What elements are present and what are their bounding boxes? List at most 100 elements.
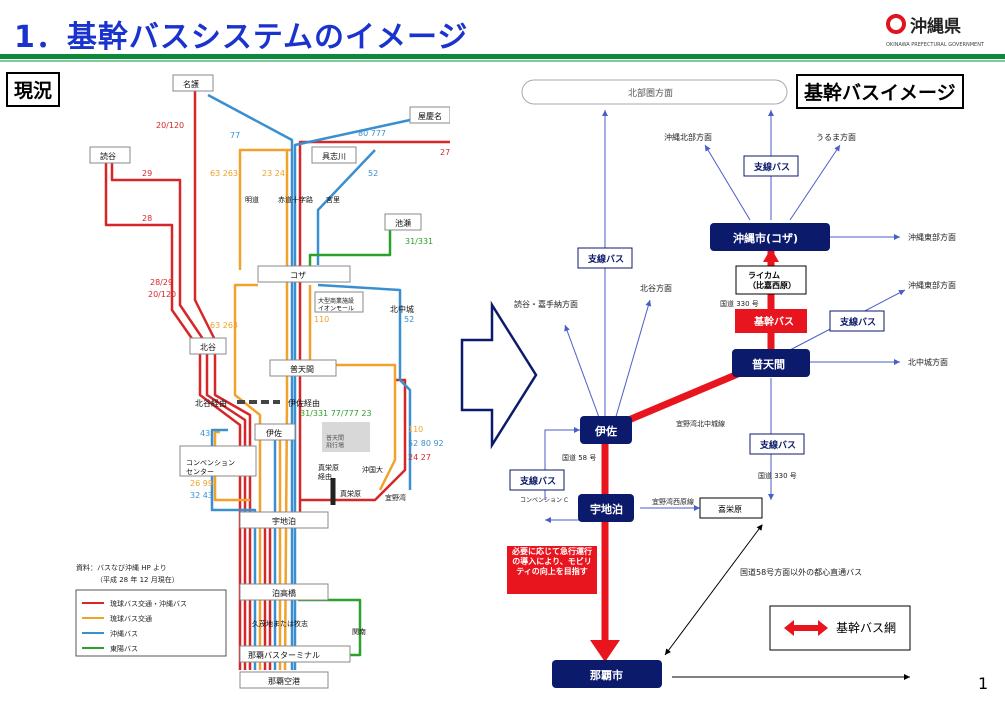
source-date: （平成 28 年 12 月現在） — [96, 575, 179, 584]
trunk-arrow-naha-icon — [590, 640, 620, 662]
stop-aeon: 大型商業施設イオンモール — [318, 297, 354, 313]
stop-koza: コザ — [290, 271, 306, 280]
route58-label: 国道 58 号 — [562, 453, 596, 462]
route-28: 28 — [142, 214, 152, 223]
route-20-120b: 20/120 — [148, 290, 176, 299]
stop-akamichi: 赤道十字路 — [278, 195, 313, 204]
uchidomari-box — [578, 494, 634, 522]
stop-naha-terminal: 那覇バスターミナル — [248, 651, 320, 660]
okinawa-city-box — [710, 223, 830, 251]
blue-route-77 — [207, 93, 294, 670]
futenma-label: 普天間 — [752, 357, 785, 371]
okinawa-logo: 沖縄県 OKINAWA PREFECTURAL GOVERNMENT — [886, 12, 996, 52]
legend-double-arrow-icon — [784, 620, 828, 636]
express-label: 国道58号方面以外の都心直通バス — [740, 567, 862, 577]
stop-box-naha-terminal — [239, 645, 351, 663]
route-63-263: 63 263 — [210, 169, 238, 178]
feeder-label-east: 支線バス — [839, 316, 876, 328]
stop-ginowan-via: 真栄原経由 — [318, 463, 339, 481]
kaeibaru-box — [699, 497, 763, 519]
stop-uchidomari: 宇地泊 — [272, 516, 296, 526]
right-legend-box — [769, 605, 911, 651]
title-rule-accent — [0, 60, 1005, 62]
route-110: 110 — [314, 315, 329, 324]
blue-route-kitanakagusuku — [317, 283, 412, 490]
stop-box-yomitan — [89, 146, 131, 164]
feeder-box-north — [743, 155, 799, 177]
stop-kitanakagusuku: 北中城 — [390, 304, 414, 314]
route-24-27: 24 27 — [408, 453, 431, 462]
source-note: 資料：バスなび沖縄 HP より — [76, 563, 167, 572]
stop-kumoji: 久茂地または牧志 — [252, 619, 308, 628]
stop-tomarigaki: 泊高橋 — [272, 588, 296, 598]
stop-yomitan: 読谷 — [100, 151, 116, 161]
futenma-airfield-area — [322, 422, 370, 452]
naha-label: 那覇市 — [590, 668, 623, 682]
stop-futenma: 普天間 — [290, 364, 314, 374]
route-28-29: 28/29 — [150, 278, 173, 287]
trunk-bus-diagram: 北部圏方面 沖縄市(コザ) 普天間 伊佐 宇地泊 — [507, 79, 956, 688]
stop-box-aeon — [314, 291, 364, 313]
stop-miyazato: 宮里 — [326, 195, 340, 204]
stop-isa-via: 伊佐経由 — [288, 398, 320, 408]
blue-route-80 — [293, 118, 411, 670]
route-63-263b: 63 263 — [210, 321, 238, 330]
kitanakagusuku-label: 北中城方面 — [908, 357, 948, 367]
kaeibaru-label: 喜栄原 — [718, 504, 742, 514]
legend-label-orange: 琉球バス交通 — [110, 614, 152, 623]
ginowan-kita-label: 宜野湾北中城線 — [676, 419, 725, 428]
orange-route-63 — [238, 148, 292, 270]
stop-ginowan: 宜野湾 — [385, 493, 406, 502]
logo-subtext: OKINAWA PREFECTURAL GOVERNMENT — [886, 42, 984, 48]
stop-gushikawa: 具志川 — [322, 151, 346, 161]
route-29: 29 — [142, 169, 152, 178]
arrow-isa-yomitan — [564, 324, 601, 421]
chatan-label: 北谷方面 — [640, 283, 672, 293]
route330-label: 国道 330 号 — [720, 299, 759, 308]
stop-box-yakena — [409, 106, 450, 124]
feeder-box-south — [749, 433, 805, 455]
arrow-koza-uruma — [789, 144, 841, 221]
feeder-box-east — [829, 310, 885, 332]
express-note-text: 必要に応じて急行運行の導入により、モビリティの向上を目指す — [512, 547, 592, 576]
current-label: 現況 — [6, 72, 61, 107]
stop-convention: コンベンションセンター — [186, 459, 235, 476]
stop-box-ikei — [384, 213, 422, 231]
okinawa-tobu-label: 沖縄東部方面 — [908, 232, 956, 242]
hokubu-bar — [521, 79, 788, 105]
raikam-box — [735, 265, 807, 295]
route-23-24: 23 24 — [262, 169, 285, 178]
stop-meido: 明道 — [245, 195, 259, 204]
page-number: 1 — [978, 674, 989, 693]
stop-futenma-airfield: 普天間飛行場 — [326, 434, 344, 450]
stop-chatan: 北谷 — [200, 343, 216, 352]
stop-box-gushikawa — [311, 146, 357, 164]
express-line — [664, 524, 763, 656]
convention-label: コンベンション C — [520, 497, 568, 504]
transition-arrow-icon — [460, 300, 538, 450]
trunk-bus-box — [735, 309, 807, 333]
route-52b: 52 — [404, 315, 414, 324]
route-52-80-92: 52 80 92 — [408, 439, 444, 448]
route-110b: 110 — [408, 425, 423, 434]
stop-chatan-via: 北谷経由 — [195, 398, 227, 408]
route-32-43: 32 43 — [190, 491, 213, 500]
express-note-box — [507, 546, 597, 594]
okinawa-tobu2-label: 沖縄東部方面 — [908, 280, 956, 290]
stop-box-futenma — [269, 359, 337, 377]
feeder-label-isa: 支線バス — [587, 253, 624, 265]
route-52: 52 — [368, 169, 378, 178]
stop-box-koza — [257, 265, 351, 283]
right-legend-label: 基幹バス網 — [836, 620, 896, 635]
stop-box-uchidomari — [239, 511, 329, 529]
route-27: 27 — [440, 148, 450, 157]
legend-label-blue: 沖縄バス — [110, 629, 138, 638]
trunk-bus-label: 基幹バス — [753, 315, 794, 328]
green-route-31 — [308, 228, 392, 275]
stop-okidai: 沖国大 — [362, 465, 383, 474]
hokubu-label: 北部圏方面 — [628, 87, 673, 99]
logo-text: 沖縄県 — [910, 17, 961, 37]
stop-kannan: 関南 — [352, 627, 366, 636]
orange-route-23 — [283, 150, 289, 671]
red-route-yomitan-29 — [110, 160, 247, 670]
